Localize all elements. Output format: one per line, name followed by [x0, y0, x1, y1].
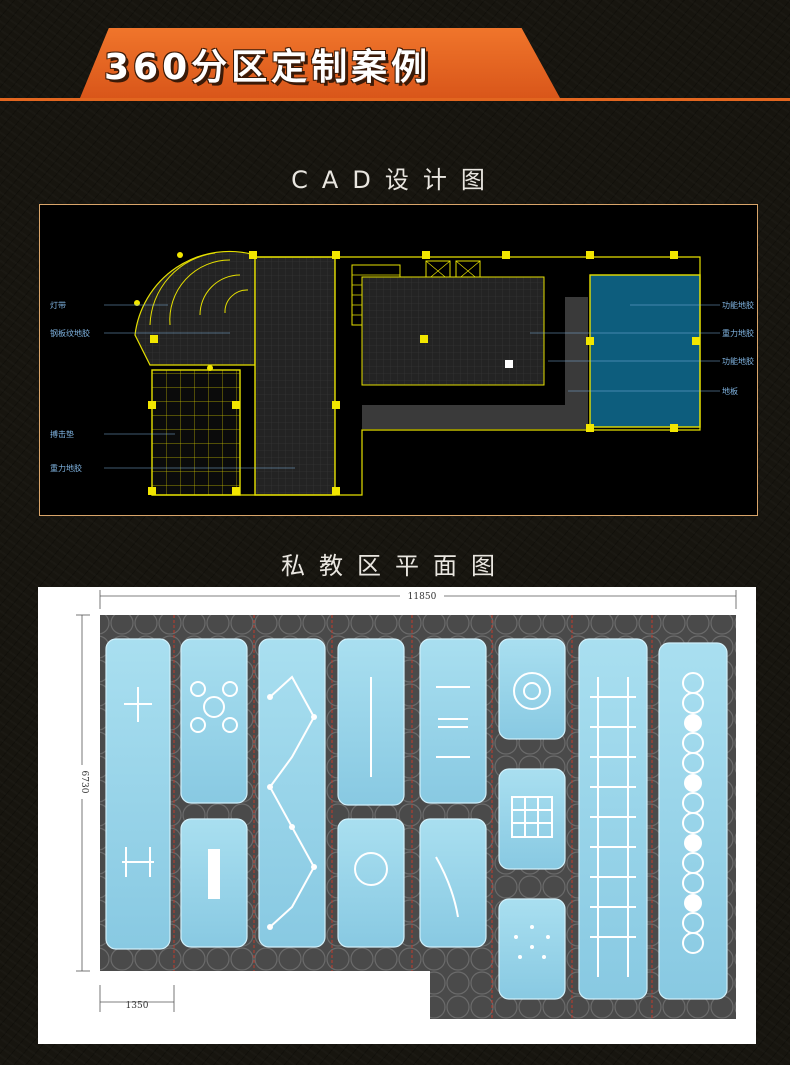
cad-label-combat-mat: 搏击垫 [50, 429, 74, 439]
mat-panel-1 [105, 638, 171, 950]
cad-label-gravity-floor-2: 重力地胶 [722, 328, 754, 338]
cad-label-wood-floor: 地板 [722, 386, 738, 396]
mat-panel-3 [258, 638, 326, 948]
page-title: 360分区定制案例 [104, 47, 432, 88]
plan-section-title: 私教区平面图 [281, 552, 509, 580]
mat-panel-6a [498, 638, 566, 740]
cad-label-function-floor-1: 功能地胶 [722, 300, 754, 310]
cad-section-title: CAD设计图 [291, 166, 499, 194]
mat-panel-7 [578, 638, 648, 1000]
mat-panel-2a [180, 638, 248, 804]
cad-plan-svg: 灯带 钢板纹地胶 搏击垫 重力地胶 功能地胶 重力地胶 功能地胶 地板 [50, 250, 754, 496]
banner-shape [80, 28, 560, 98]
dim-width: 11850 [408, 592, 437, 602]
mat-panel-5a [419, 638, 487, 804]
dim-height: 6730 [79, 771, 89, 794]
cad-label-gravity-floor: 重力地胶 [50, 463, 82, 473]
mat-panel-6b [498, 768, 566, 870]
header-banner: 360分区定制案例 [80, 28, 560, 98]
mat-panel-5b [419, 818, 487, 948]
mat-panel-8 [658, 642, 728, 1000]
banner-divider [0, 98, 790, 101]
cad-drawing: 灯带 钢板纹地胶 搏击垫 重力地胶 功能地胶 重力地胶 功能地胶 地板 [39, 204, 758, 516]
cad-label-steel-floor: 钢板纹地胶 [50, 328, 90, 338]
cad-label-light-strip: 灯带 [50, 300, 66, 310]
floor-plan-drawing: 11850 6730 1350 [38, 587, 756, 1044]
floor-plan-svg: 11850 6730 1350 [76, 590, 737, 1019]
dim-gap: 1350 [126, 1001, 149, 1011]
mat-panel-4b [337, 818, 405, 948]
cad-label-function-floor-2: 功能地胶 [722, 356, 754, 366]
